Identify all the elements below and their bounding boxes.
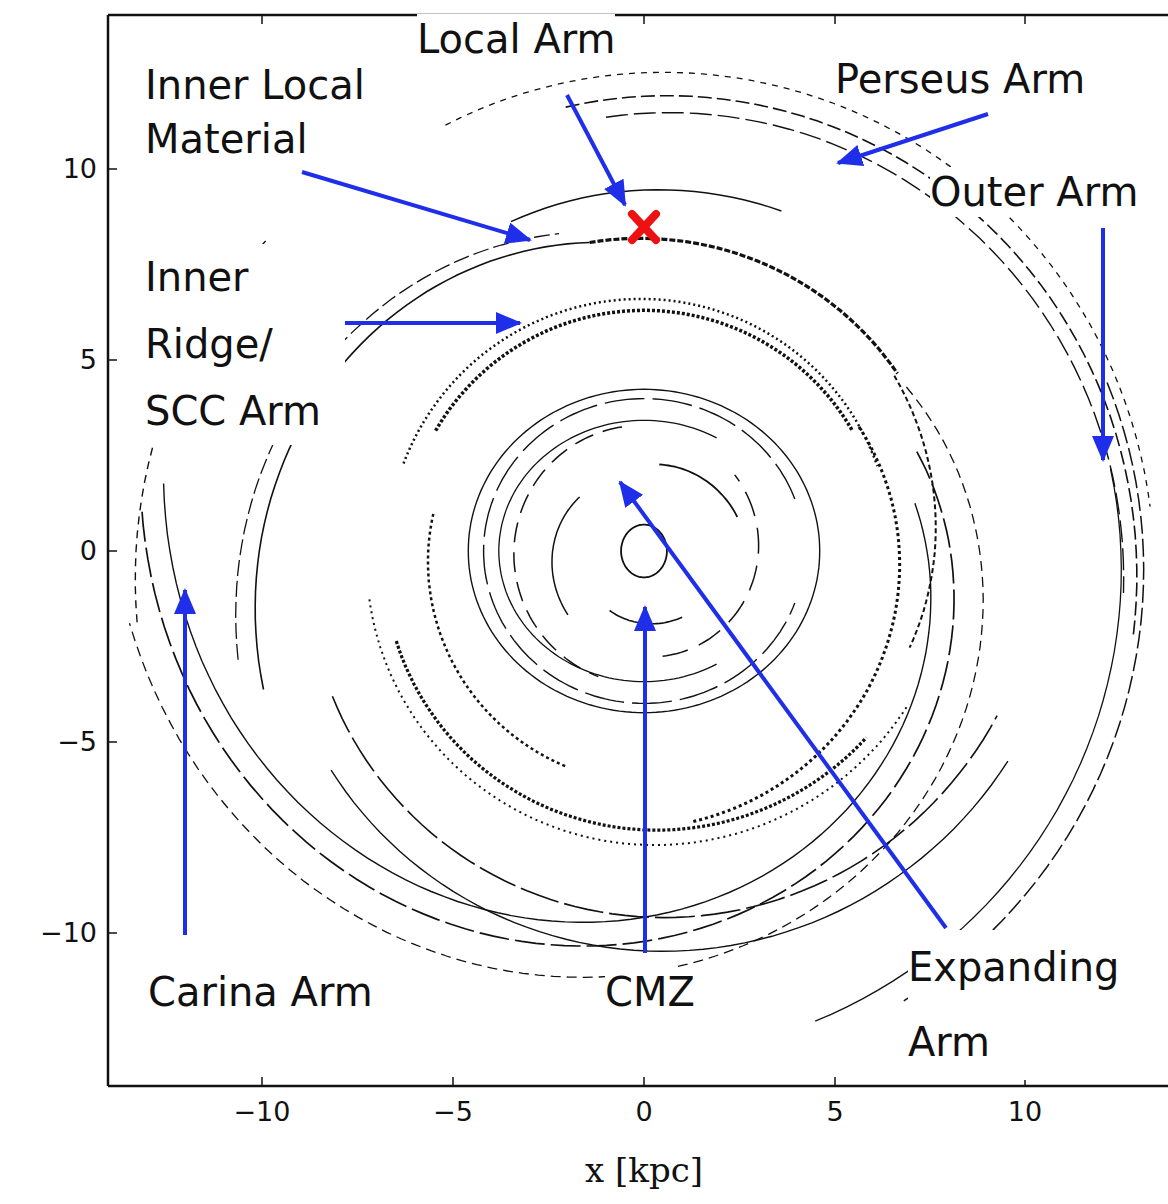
- x-tick: [452, 1077, 454, 1086]
- pointer-arrow: [643, 607, 647, 953]
- gas-arm: [369, 599, 908, 845]
- sun-marker: [632, 214, 656, 240]
- gas-arm: [552, 497, 580, 615]
- local-arm-label: Local Arm: [417, 14, 615, 64]
- x-tick: [261, 15, 263, 24]
- gas-arm: [590, 238, 898, 373]
- gas-arm: [894, 376, 935, 648]
- gas-arms: [130, 72, 1151, 1021]
- gas-arm: [499, 420, 717, 681]
- y-tick: [108, 359, 117, 361]
- top-spine: [108, 14, 1168, 17]
- y-tick-label: −5: [57, 726, 97, 758]
- bottom-spine: [108, 1085, 1168, 1088]
- y-tick: [108, 741, 117, 743]
- perseus-arm-label: Perseus Arm: [835, 54, 1085, 104]
- pointer-arrow: [302, 172, 530, 240]
- gas-arm: [514, 427, 622, 677]
- gas-arm: [130, 387, 984, 977]
- x-tick-label: −5: [433, 1096, 473, 1128]
- gas-arm: [904, 383, 1144, 1001]
- y-tick: [108, 168, 117, 170]
- y-tick: [108, 550, 117, 552]
- x-tick-label: −10: [234, 1096, 291, 1128]
- x-tick: [834, 15, 836, 24]
- pointer-arrow: [183, 590, 187, 935]
- y-tick: [108, 932, 117, 934]
- sun-cross: [632, 214, 656, 240]
- pointer-arrow: [620, 482, 946, 928]
- gas-arm: [436, 310, 853, 430]
- gas-arm: [663, 475, 759, 656]
- inner-ridge-label: Inner Ridge/ SCC Arm: [145, 244, 345, 445]
- sun-cross: [632, 214, 656, 240]
- y-tick-label: 0: [80, 535, 97, 567]
- gas-arm: [659, 465, 737, 518]
- y-tick-label: −10: [40, 917, 97, 949]
- pointer-arrow: [838, 114, 988, 163]
- x-tick: [1024, 15, 1026, 24]
- cmz-label: CMZ: [605, 967, 695, 1017]
- gas-arm: [511, 190, 782, 222]
- x-tick-label: 0: [635, 1096, 652, 1128]
- pointer-arrows: [185, 95, 1103, 953]
- x-tick: [261, 1077, 263, 1086]
- gas-arm: [331, 761, 1008, 951]
- axis-title: x [kpc]: [585, 1150, 703, 1190]
- inner-local-label: Inner Local Material: [145, 58, 415, 166]
- y-tick-label: 10: [63, 153, 97, 185]
- x-tick: [643, 1077, 645, 1086]
- gas-arm: [332, 696, 997, 917]
- gas-arm: [445, 72, 1150, 506]
- y-tick-label: 5: [80, 344, 97, 376]
- x-tick: [834, 1077, 836, 1086]
- carina-arm-label: Carina Arm: [148, 967, 373, 1017]
- x-tick: [643, 15, 645, 24]
- x-tick-label: 10: [1008, 1096, 1042, 1128]
- gas-arm: [396, 641, 866, 830]
- pointer-arrow: [1101, 228, 1105, 460]
- axes-frame: [108, 15, 1168, 1086]
- ticks: [108, 15, 1025, 1086]
- gas-arm: [621, 525, 667, 578]
- outer-arm-label: Outer Arm: [930, 167, 1138, 217]
- expanding-arm-label: Expanding Arm: [908, 930, 1143, 1080]
- x-tick-label: 5: [826, 1096, 843, 1128]
- pointer-arrow: [567, 95, 625, 205]
- gas-arm: [164, 484, 931, 923]
